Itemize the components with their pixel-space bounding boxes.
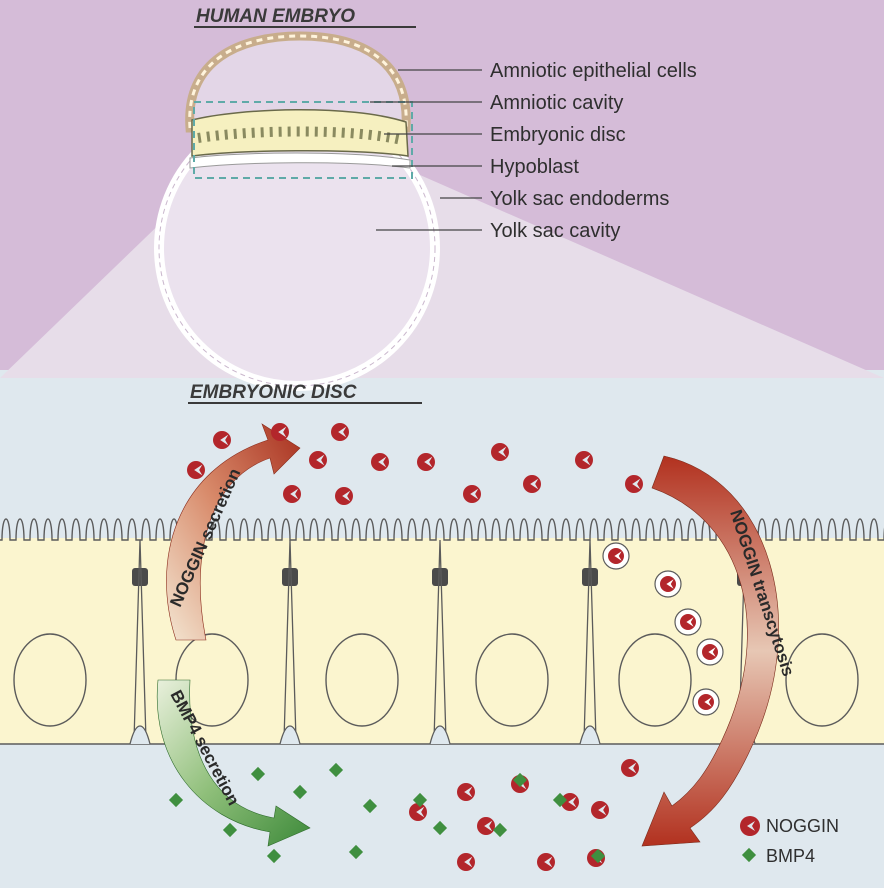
- amniotic-sac: [185, 31, 411, 133]
- noggin-molecule: [477, 817, 495, 835]
- legend: NOGGIN BMP4: [740, 816, 839, 866]
- tight-junction: [282, 568, 298, 586]
- bmp4-molecule: [590, 848, 606, 864]
- tight-junction: [132, 568, 148, 586]
- vesicle: [654, 570, 682, 598]
- bmp4-molecule: [168, 792, 184, 808]
- noggin-molecule: [187, 461, 205, 479]
- noggin-molecule: [409, 803, 427, 821]
- vesicle-noggin: [608, 548, 624, 564]
- cell-border: [583, 539, 597, 741]
- vesicle: [674, 608, 702, 636]
- vesicle: [696, 638, 724, 666]
- embryonic-disc-title: EMBRYONIC DISC: [190, 382, 357, 403]
- noggin-molecule: [457, 783, 475, 801]
- cell-gap: [429, 725, 451, 745]
- bmp4-molecule: [552, 792, 568, 808]
- bmp4-molecule: [362, 798, 378, 814]
- noggin-molecule: [309, 451, 327, 469]
- noggin-molecule: [213, 431, 231, 449]
- vesicle-noggin: [702, 644, 718, 660]
- bmp4-molecule: [266, 848, 282, 864]
- noggin-molecule: [621, 759, 639, 777]
- vesicle-noggin: [698, 694, 714, 710]
- nucleus: [13, 633, 87, 727]
- noggin-molecule: [463, 485, 481, 503]
- noggin-molecule: [491, 443, 509, 461]
- noggin-molecule: [591, 801, 609, 819]
- bmp4-molecule: [292, 784, 308, 800]
- label-embryonic-disc: Embryonic disc: [490, 124, 626, 146]
- noggin-molecule: [523, 475, 541, 493]
- vesicle: [692, 688, 720, 716]
- bmp4-molecule: [512, 772, 528, 788]
- bmp4-molecule: [348, 844, 364, 860]
- legend-bmp4-symbol: [741, 847, 757, 863]
- bmp4-molecule: [412, 792, 428, 808]
- noggin-molecule: [335, 487, 353, 505]
- hypoblast-shape: [189, 152, 411, 169]
- label-yolk-sac-endoderms: Yolk sac endoderms: [490, 188, 669, 210]
- cell-border: [283, 539, 297, 741]
- cell-gap: [579, 725, 601, 745]
- zoom-box: [193, 101, 413, 179]
- tight-junction: [582, 568, 598, 586]
- noggin-molecule: [457, 853, 475, 871]
- bmp4-molecule: [492, 822, 508, 838]
- vesicle: [602, 542, 630, 570]
- bmp4-molecule: [222, 822, 238, 838]
- noggin-molecule: [271, 423, 289, 441]
- bmp4-molecules: [168, 762, 606, 864]
- noggin-molecule: [561, 793, 579, 811]
- vesicle-noggin: [680, 614, 696, 630]
- noggin-molecule: [371, 453, 389, 471]
- vesicle-noggin: [660, 576, 676, 592]
- noggin-molecule: [417, 453, 435, 471]
- bmp4-molecule: [432, 820, 448, 836]
- noggin-molecule: [283, 485, 301, 503]
- nuclei: [13, 633, 859, 727]
- legend-noggin-symbol: [740, 816, 760, 836]
- nucleus: [475, 633, 549, 727]
- embryo-diagram: [154, 31, 440, 391]
- label-amniotic-epithelial-cells: Amniotic epithelial cells: [490, 60, 697, 82]
- noggin-molecule: [331, 423, 349, 441]
- transcytosis-vesicles: [602, 542, 724, 716]
- noggin-molecule: [575, 451, 593, 469]
- cell-border: [133, 539, 147, 741]
- bmp4-molecule: [250, 766, 266, 782]
- human-embryo-title: HUMAN EMBRYO: [196, 6, 355, 27]
- tight-junction: [432, 568, 448, 586]
- nucleus: [618, 633, 692, 727]
- nucleus: [785, 633, 859, 727]
- noggin-molecule: [537, 853, 555, 871]
- cell-gap: [129, 725, 151, 745]
- noggin-molecule: [625, 475, 643, 493]
- cell-gap: [279, 725, 301, 745]
- legend-noggin-label: NOGGIN: [766, 816, 839, 836]
- label-yolk-sac-cavity: Yolk sac cavity: [490, 220, 620, 242]
- embryonic-disc-shape: [191, 109, 409, 157]
- cell-border: [433, 539, 447, 741]
- legend-bmp4-label: BMP4: [766, 846, 815, 866]
- embryo-labels: Amniotic epithelial cells Amniotic cavit…: [370, 60, 697, 242]
- label-hypoblast: Hypoblast: [490, 156, 579, 178]
- bmp4-molecule: [328, 762, 344, 778]
- label-amniotic-cavity: Amniotic cavity: [490, 92, 623, 114]
- nucleus: [325, 633, 399, 727]
